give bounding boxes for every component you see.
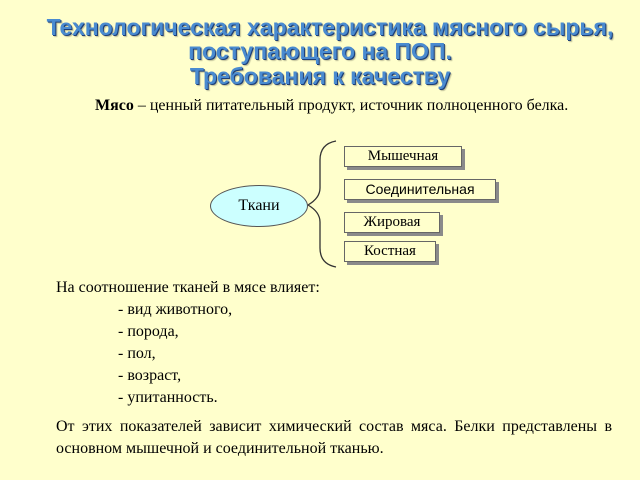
factor-item: - вид животного, [118, 301, 233, 318]
branch-bone: Костная [344, 241, 436, 262]
intro-term: Мясо [95, 97, 134, 114]
factor-item: - пол, [118, 345, 156, 362]
factor-item: - возраст, [118, 367, 182, 384]
factor-item: - порода, [118, 323, 179, 340]
factors-heading: На соотношение тканей в мясе влияет: [56, 279, 320, 296]
branch-fat: Жировая [344, 212, 440, 233]
page-subtitle: Требования к качеству [189, 63, 451, 89]
intro-paragraph: Мясо – ценный питательный продукт, источ… [40, 95, 610, 117]
branch-connective: Соединительная [344, 179, 496, 200]
intro-text: – ценный питательный продукт, источник п… [133, 97, 569, 114]
factor-item: - упитанность. [118, 389, 218, 406]
diagram-root-tissues: Ткани [210, 185, 308, 227]
conclusion-paragraph: От этих показателей зависит химический с… [56, 418, 612, 457]
branch-muscle: Мышечная [344, 146, 462, 167]
page-title-line-1: Технологическая характеристика мясного с… [46, 14, 614, 40]
page-title-line-2: поступающего на ПОП. [188, 38, 452, 64]
